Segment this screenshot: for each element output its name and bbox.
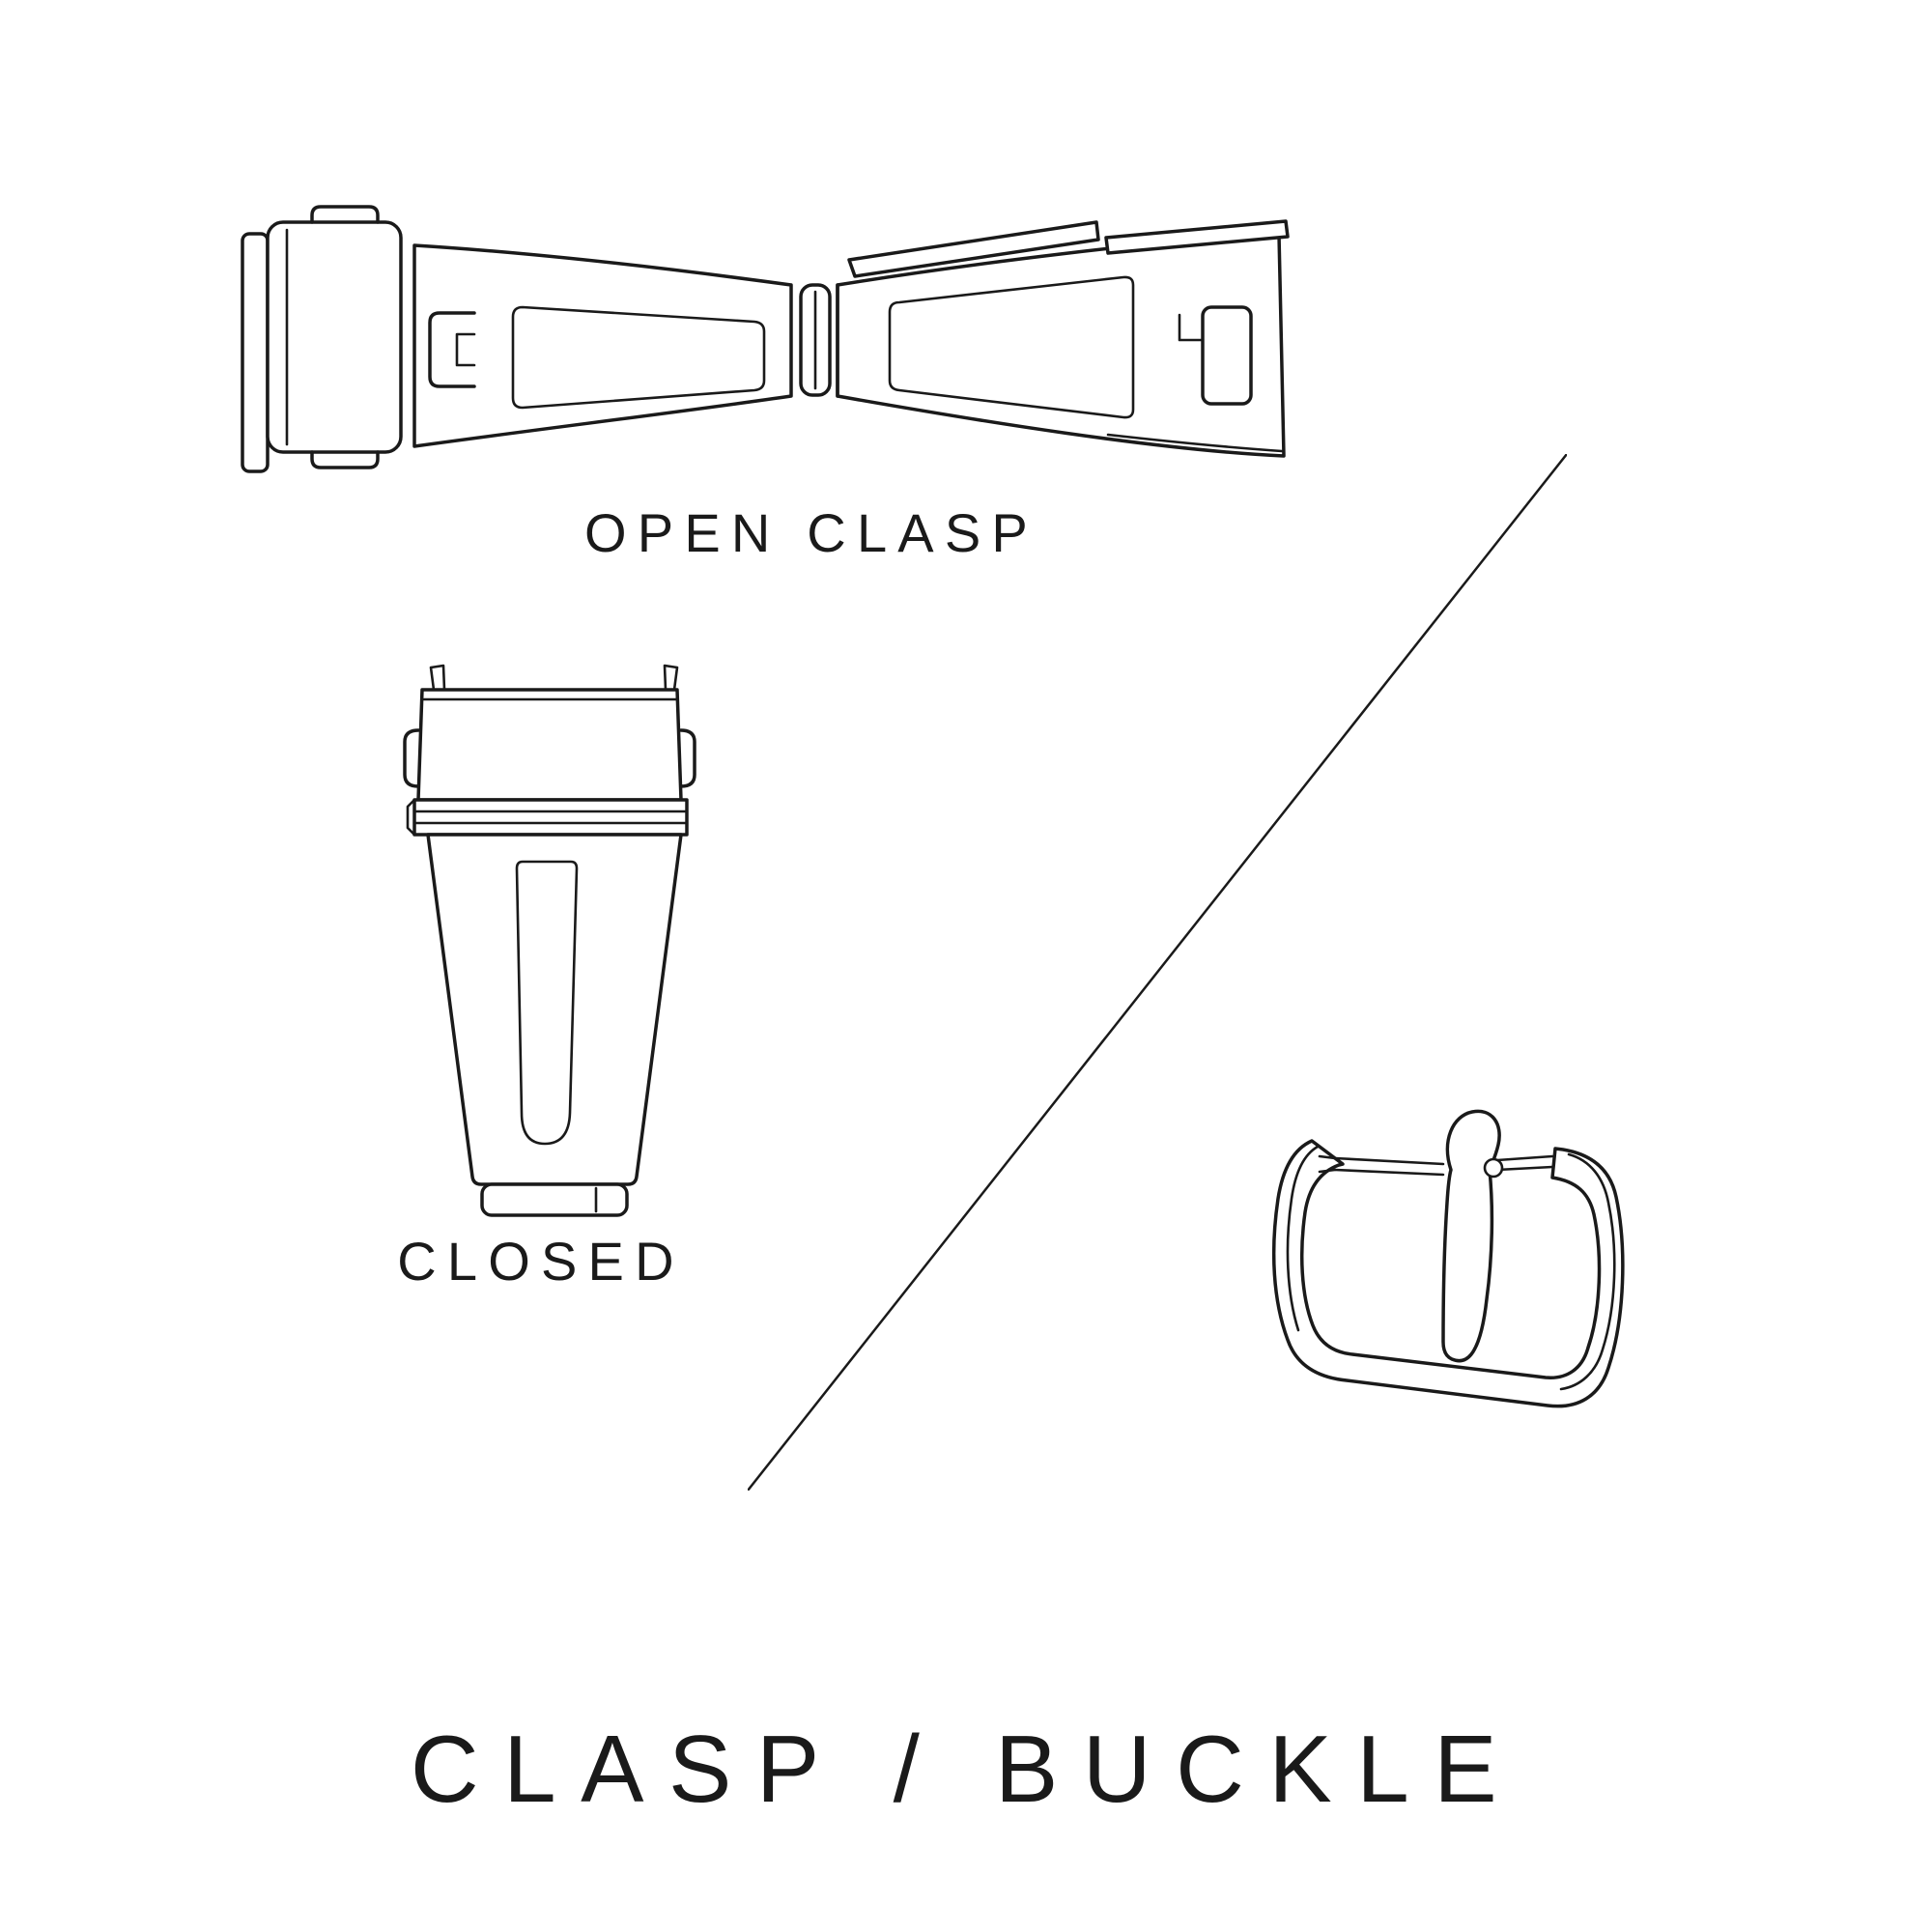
- page-title: CLASP / BUCKLE: [410, 1716, 1522, 1822]
- diagonal-divider-line: [748, 454, 1567, 1491]
- open-clasp-hinge: [799, 283, 832, 397]
- closed-clasp-illustration: [403, 664, 696, 1217]
- buckle-crossbar: [1318, 1154, 1554, 1177]
- closed-clasp-label: CLOSED: [397, 1231, 685, 1292]
- closed-clasp-band: [406, 798, 689, 837]
- buckle-pin-ring: [1483, 1157, 1504, 1179]
- buckle-frame: [1271, 1139, 1625, 1408]
- open-clasp-illustration: [241, 205, 1290, 473]
- open-clasp-left-fold-link: [241, 205, 403, 473]
- open-clasp-label: OPEN CLASP: [584, 502, 1038, 563]
- closed-clasp-cover: [403, 688, 696, 802]
- closed-clasp-prongs: [429, 664, 679, 692]
- buckle-tongue: [1441, 1109, 1504, 1363]
- open-clasp-left-arm: [412, 243, 793, 448]
- open-clasp-right-arm: [836, 219, 1290, 458]
- closed-clasp-body: [426, 833, 683, 1217]
- pin-buckle-illustration: [1271, 1109, 1625, 1408]
